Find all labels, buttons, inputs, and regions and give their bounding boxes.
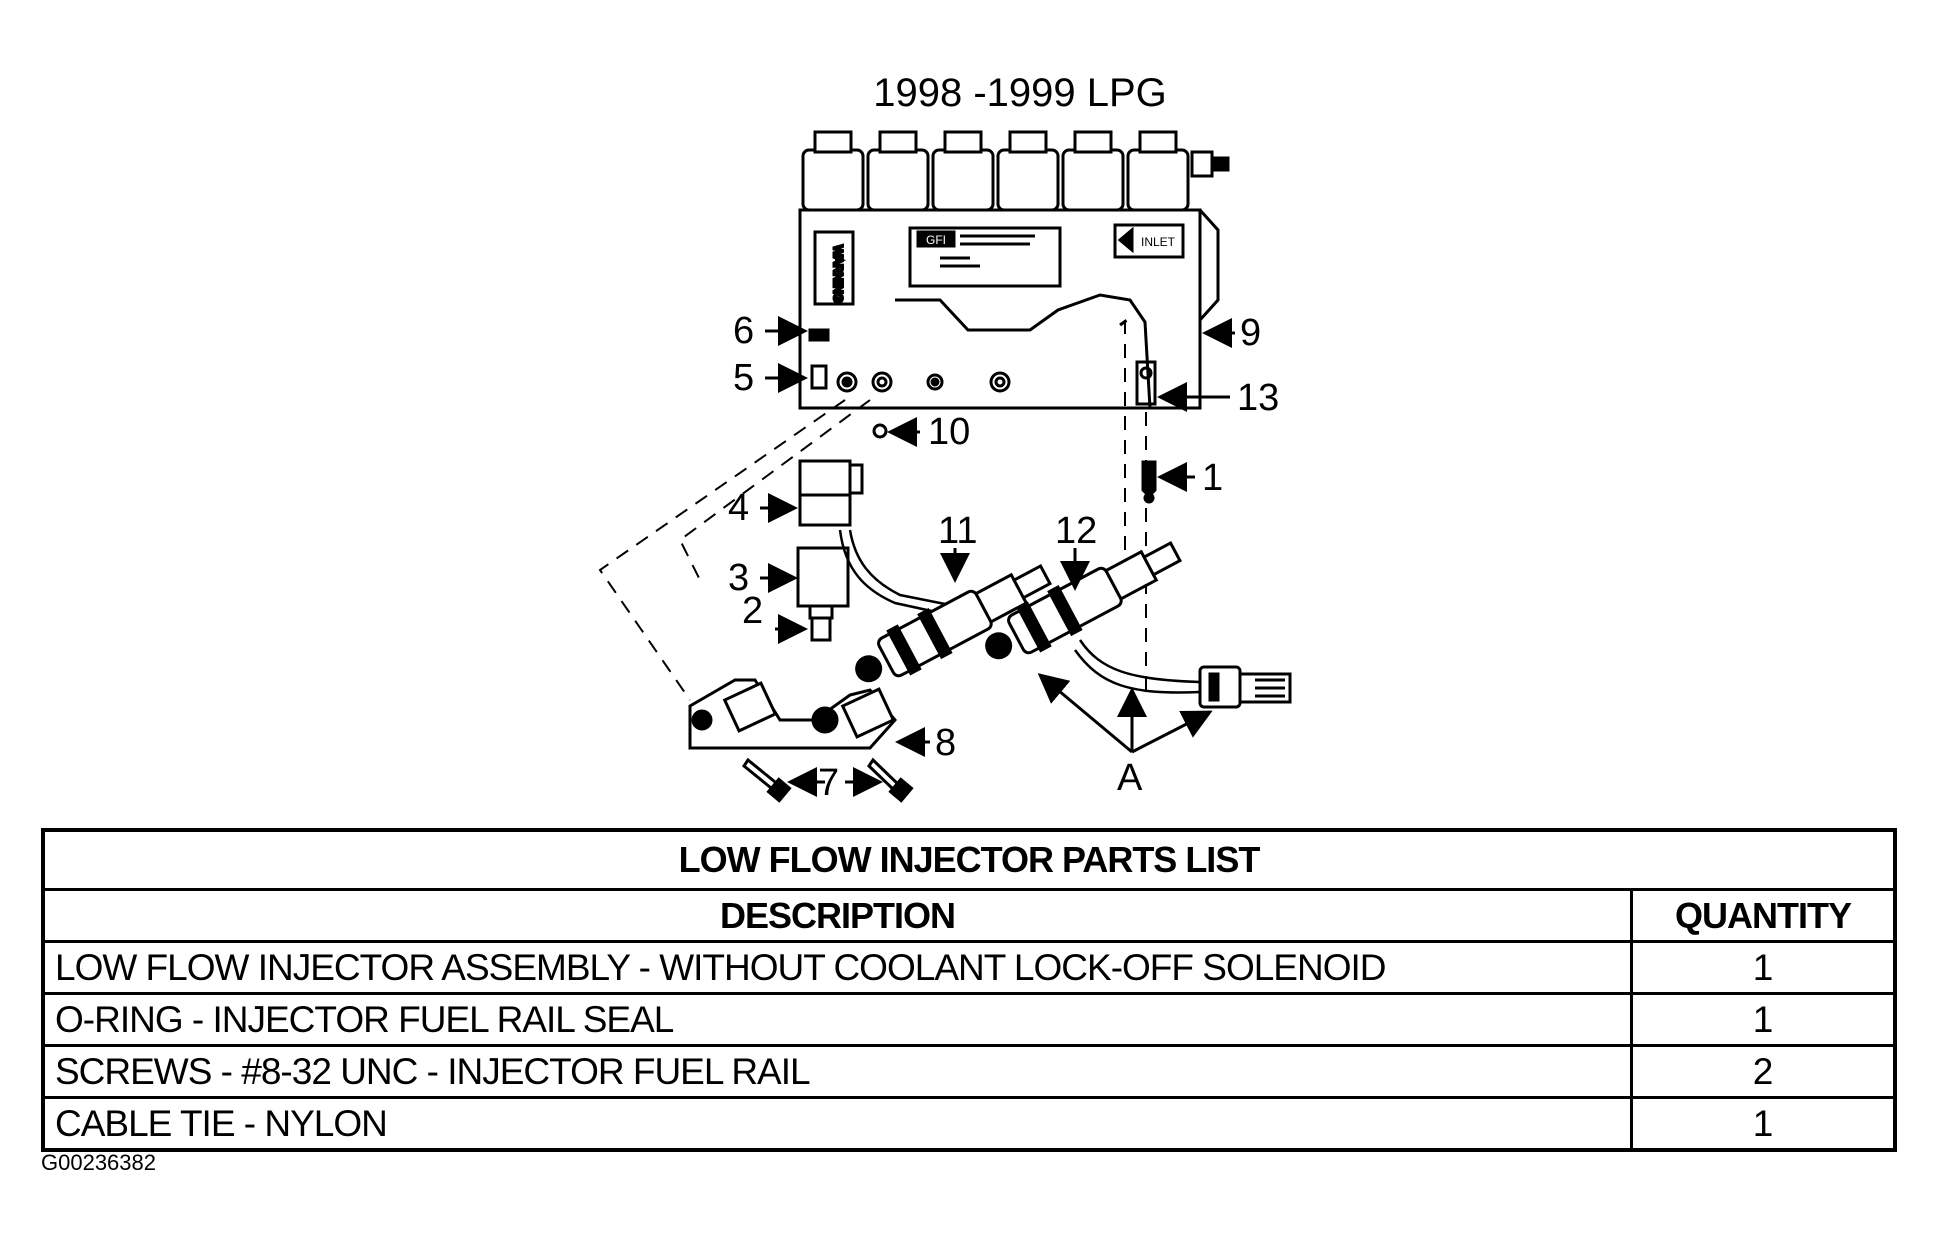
- part-quantity: 1: [1630, 940, 1897, 995]
- assembly-dash-lines: [598, 320, 1147, 701]
- part-description: LOW FLOW INJECTOR ASSEMBLY - WITHOUT COO…: [41, 940, 1633, 995]
- callout-3: 3: [728, 557, 749, 599]
- injector-exploded-diagram: 1998 -1999 LPG WARNING GFI: [598, 71, 1292, 804]
- parts-table-title: LOW FLOW INJECTOR PARTS LIST: [41, 828, 1897, 891]
- table-row: SCREWS - #8-32 UNC - INJECTOR FUEL RAIL …: [41, 1044, 1897, 1099]
- callout-leaders: [760, 316, 1235, 797]
- callout-5: 5: [733, 357, 754, 399]
- table-row: O-RING - INJECTOR FUEL RAIL SEAL 1: [41, 992, 1897, 1047]
- callout-7: 7: [818, 762, 839, 804]
- parts-list-table: LOW FLOW INJECTOR PARTS LIST DESCRIPTION…: [41, 828, 1897, 1152]
- callout-10: 10: [928, 411, 970, 453]
- small-components: [796, 459, 864, 642]
- harness-connector: [1198, 665, 1292, 709]
- table-row: CABLE TIE - NYLON 1: [41, 1096, 1897, 1152]
- callout-2: 2: [742, 590, 763, 632]
- callout-13: 13: [1237, 377, 1279, 419]
- mounting-bracket: [688, 678, 897, 750]
- solenoid-stack: [801, 130, 1230, 212]
- injector-11: [855, 563, 1052, 683]
- column-header-quantity: QUANTITY: [1630, 888, 1897, 943]
- callout-numbers: 1 2 3 4 5 6 7 8 9 10 11 12 13 A: [728, 310, 1279, 804]
- callout-11: 11: [938, 510, 977, 552]
- callout-4: 4: [728, 487, 749, 529]
- fuel-rail-block: WARNING GFI INLET: [798, 208, 1220, 410]
- table-row: LOW FLOW INJECTOR ASSEMBLY - WITHOUT COO…: [41, 940, 1897, 995]
- part-quantity: 2: [1630, 1044, 1897, 1099]
- callout-1: 1: [1202, 457, 1223, 499]
- figure-id: G00236382: [41, 1150, 156, 1175]
- parts-table-header-row: DESCRIPTION QUANTITY: [41, 888, 1897, 943]
- callout-12: 12: [1055, 510, 1097, 552]
- callout-6: 6: [733, 310, 754, 352]
- harness-wires: [838, 529, 1201, 694]
- part-quantity: 1: [1630, 992, 1897, 1047]
- column-header-description: DESCRIPTION: [41, 888, 1633, 943]
- part-description: O-RING - INJECTOR FUEL RAIL SEAL: [41, 992, 1633, 1047]
- callout-8: 8: [935, 722, 956, 764]
- brand-label: GFI: [926, 233, 946, 247]
- loose-hardware: [872, 423, 1157, 504]
- part-description: CABLE TIE - NYLON: [41, 1096, 1633, 1152]
- callout-9: 9: [1240, 312, 1261, 354]
- injector-12: [985, 540, 1182, 660]
- parts-table-title-row: LOW FLOW INJECTOR PARTS LIST: [41, 828, 1897, 891]
- part-quantity: 1: [1630, 1096, 1897, 1152]
- diagram-title: 1998 -1999 LPG: [873, 71, 1167, 115]
- part-description: SCREWS - #8-32 UNC - INJECTOR FUEL RAIL: [41, 1044, 1633, 1099]
- callout-A: A: [1117, 757, 1143, 799]
- inlet-label: INLET: [1141, 235, 1176, 249]
- warning-label: WARNING: [831, 245, 845, 303]
